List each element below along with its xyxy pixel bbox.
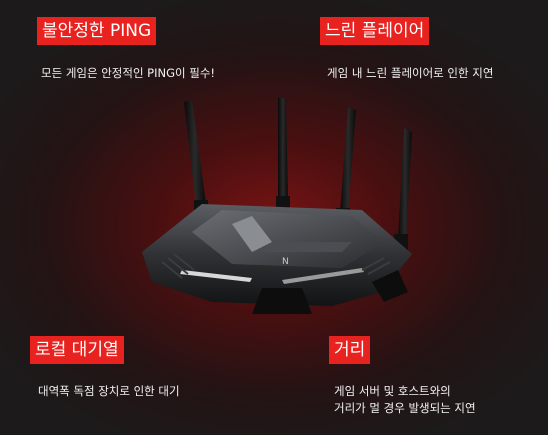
distance-desc-line-2: 거리가 멀 경우 발생되는 지연 [334,401,476,415]
gaming-router-image: N [142,98,412,314]
local-latency-desc: 대역폭 독점 장치로 인한 대기 [38,383,180,400]
local-latency-desc-line: 대역폭 독점 장치로 인한 대기 [38,384,180,398]
slow-player-title: 느린 플레이어 [320,17,430,45]
distance-desc-line-1: 게임 서버 및 호스트와의 [334,384,451,398]
distance-desc: 게임 서버 및 호스트와의 거리가 멀 경우 발생되는 지연 [334,383,476,417]
slow-player-desc-line: 게임 내 느린 플레이어로 인한 지연 [327,66,494,80]
unstable-ping-title: 불안정한 PING [37,17,157,45]
antennas [184,98,412,242]
local-latency-title: 로컬 대기열 [30,336,124,364]
distance-title: 거리 [329,336,371,364]
unstable-ping-desc: 모든 게임은 안정적인 PING이 필수! [41,65,215,82]
router-logo-mark: N [282,257,289,267]
slow-player-desc: 게임 내 느린 플레이어로 인한 지연 [327,65,493,82]
unstable-ping-desc-line: 모든 게임은 안정적인 PING이 필수! [41,66,216,80]
